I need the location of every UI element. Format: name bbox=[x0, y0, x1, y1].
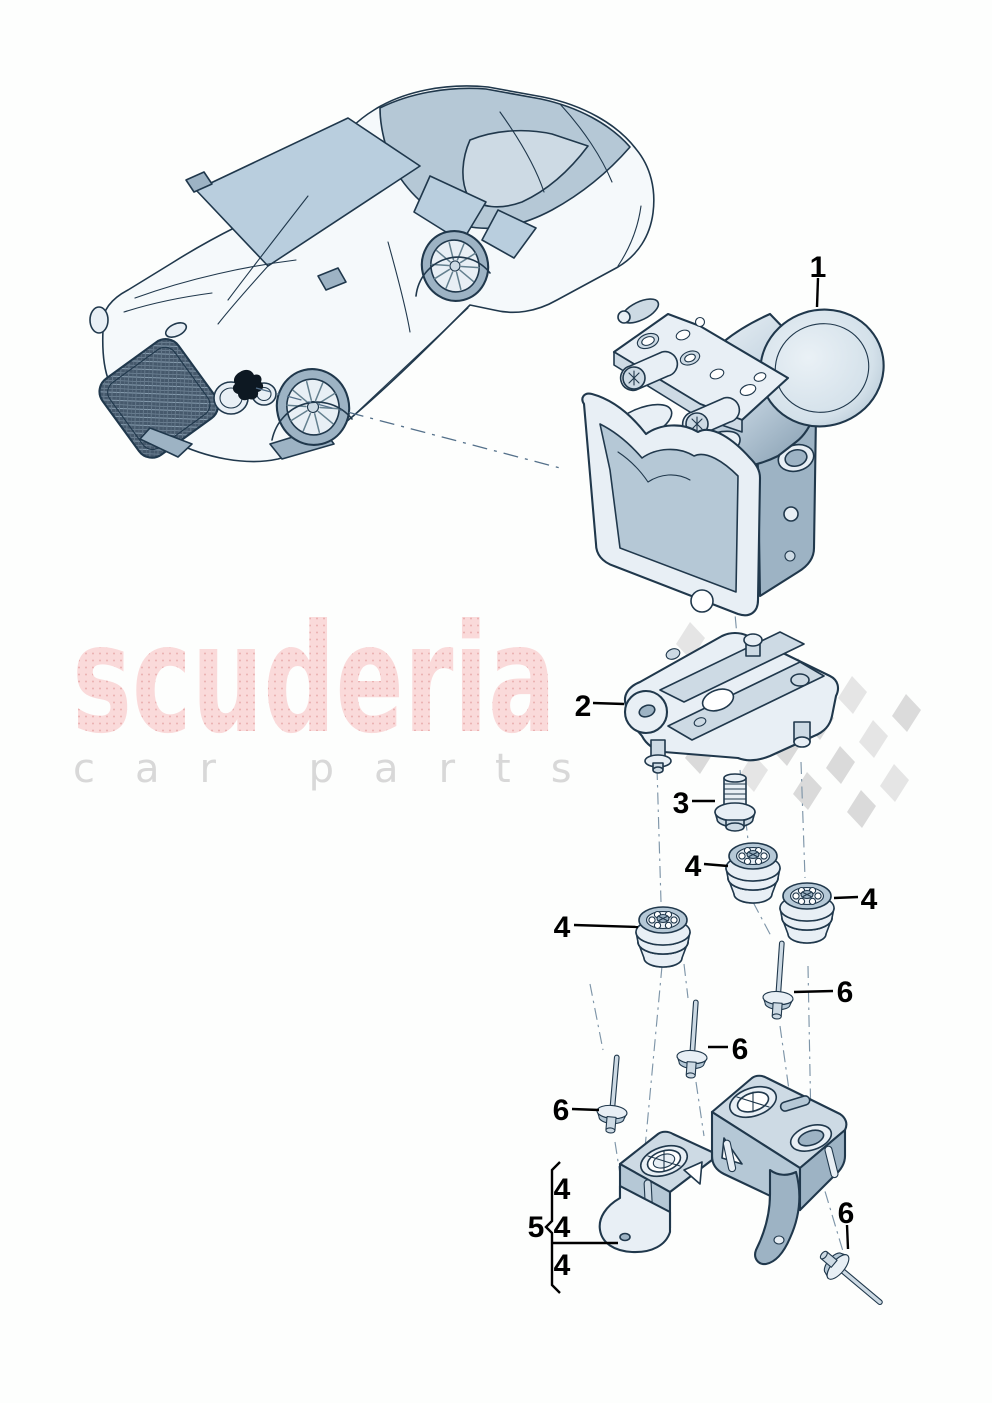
part-location-marker bbox=[232, 369, 264, 401]
callout-6-label-bottom: 6 bbox=[838, 1197, 855, 1230]
watermark-tagline-text: car parts bbox=[73, 746, 612, 792]
callout-6-label-left: 6 bbox=[553, 1094, 570, 1127]
flag-check-cell bbox=[892, 694, 921, 732]
part-pin-bottom-right bbox=[811, 1241, 892, 1316]
part-mounting-bracket bbox=[623, 631, 840, 774]
lower-bracket-arm bbox=[754, 1168, 801, 1266]
car-grille bbox=[98, 338, 220, 459]
flag-check-cell bbox=[838, 676, 867, 714]
callout-labels: 1 2 3 4 4 4 6 6 6 6 5 4 4 4 bbox=[528, 251, 878, 1282]
abs-valve-ports bbox=[636, 316, 767, 396]
callout-4-label-middle: 4 bbox=[685, 850, 702, 883]
car-to-part-leader-line bbox=[255, 387, 561, 469]
callout-3-label: 3 bbox=[673, 787, 690, 820]
flag-check-cell bbox=[847, 790, 876, 828]
part-lower-bracket bbox=[598, 1074, 848, 1266]
part-grommet-left bbox=[635, 906, 691, 968]
car-illustration bbox=[89, 85, 655, 463]
car-rear-window bbox=[462, 129, 589, 208]
callout-leader-lines bbox=[544, 277, 859, 1294]
car-side-window-rear bbox=[481, 209, 537, 259]
flag-check-cell bbox=[880, 764, 909, 802]
callout-5-label: 5 bbox=[528, 1211, 545, 1244]
callout-6-label-middle: 6 bbox=[732, 1033, 749, 1066]
car-windshield bbox=[195, 117, 421, 267]
group-brace bbox=[544, 1161, 561, 1294]
car-rear-wheel bbox=[420, 230, 490, 302]
lower-bracket-foot bbox=[598, 1184, 672, 1254]
car-mirror-right bbox=[317, 267, 347, 291]
callout-1-label: 1 bbox=[810, 251, 827, 284]
callout-5-item-3: 4 bbox=[554, 1249, 571, 1282]
flag-check-cell bbox=[676, 622, 705, 660]
callout-5-item-1: 4 bbox=[554, 1173, 571, 1206]
part-grommet-middle bbox=[725, 842, 781, 904]
abs-bolts bbox=[617, 298, 741, 438]
car-mirror-left bbox=[185, 171, 213, 193]
flag-check-cell bbox=[859, 720, 888, 758]
callout-5-item-2: 4 bbox=[554, 1211, 571, 1244]
callout-2-label: 2 bbox=[575, 690, 592, 723]
part-pin-middle bbox=[675, 998, 712, 1080]
flag-check-cell bbox=[826, 746, 855, 784]
part-abs-unit bbox=[581, 298, 885, 617]
car-front-wheel bbox=[275, 368, 351, 446]
bracket-studs bbox=[644, 633, 811, 774]
flag-check-cell bbox=[793, 772, 822, 810]
part-pin-left bbox=[594, 1053, 633, 1135]
part-screw bbox=[714, 773, 756, 832]
watermark-brand-text: scuderia bbox=[72, 593, 556, 767]
abs-ecu-notch bbox=[690, 589, 714, 613]
callout-4-label-right: 4 bbox=[861, 883, 878, 916]
car-badge bbox=[164, 322, 188, 338]
part-grommet-right bbox=[779, 882, 835, 944]
callout-6-label-top: 6 bbox=[837, 976, 854, 1009]
callout-4-label-left: 4 bbox=[554, 911, 571, 944]
part-pin-top-right bbox=[761, 939, 798, 1021]
